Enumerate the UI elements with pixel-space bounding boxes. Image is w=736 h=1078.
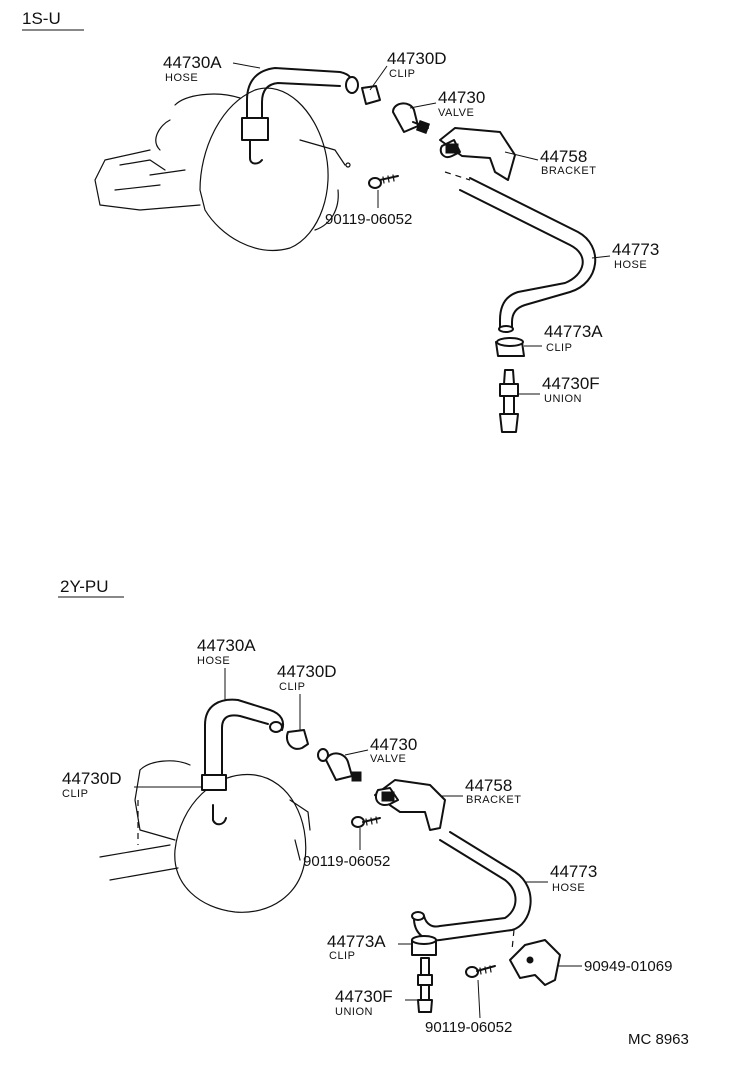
callout-name: VALVE	[370, 753, 406, 765]
callout-bolt-90119-06052-bottom-upper: 90119-06052	[303, 828, 390, 870]
callout-name: HOSE	[552, 882, 585, 894]
callout-number: 44758	[465, 776, 512, 795]
leader-line	[409, 102, 437, 109]
callout-name: VALVE	[438, 107, 474, 119]
callout-name: UNION	[335, 1006, 373, 1018]
callout-hose-44730a-bottom: 44730A HOSE	[197, 636, 256, 700]
callout-valve-44730-top: 44730 VALVE	[409, 88, 485, 119]
leader-line	[232, 62, 261, 69]
callout-name: BRACKET	[541, 165, 596, 177]
callout-bolt-90119-06052-top: 90119-06052	[325, 190, 412, 228]
callout-bracket-44758-bottom: 44758 BRACKET	[440, 776, 521, 806]
callout-number: 90119-06052	[303, 853, 390, 870]
callout-number: 44758	[540, 147, 587, 166]
callout-hose-44773-top: 44773 HOSE	[591, 240, 659, 271]
callout-valve-44730-bottom: 44730 VALVE	[344, 735, 417, 765]
callout-number: 44730	[370, 735, 417, 754]
callout-number: 44730F	[542, 374, 600, 393]
section-2y-pu: 2Y-PU	[58, 577, 672, 1036]
leader-line	[591, 255, 611, 259]
clip-44773a-bottom	[411, 935, 437, 956]
diagram-reference-code: MC 8963	[628, 1031, 689, 1048]
callout-number: 44730A	[163, 53, 222, 72]
bolt-90119-06052-top	[368, 174, 399, 189]
callout-hose-44773-bottom: 44773 HOSE	[524, 862, 597, 894]
section-title-bottom: 2Y-PU	[60, 577, 109, 596]
callout-name: HOSE	[165, 72, 198, 84]
hose-44730a-top	[241, 67, 355, 165]
callout-clip-44730d-bottom-left: 44730D CLIP	[62, 769, 202, 800]
callout-number: 90949-01069	[584, 958, 672, 975]
clip-44773a-top	[495, 337, 525, 357]
callout-number: 44730D	[387, 49, 447, 68]
union-44730f-top	[499, 369, 519, 433]
callout-name: CLIP	[389, 68, 415, 80]
hose-44773-top	[444, 171, 597, 333]
leader-line	[344, 749, 369, 756]
callout-clip-44773a-bottom: 44773A CLIP	[327, 932, 412, 962]
section-1s-u: 1S-U	[22, 9, 659, 433]
leader-line	[369, 65, 388, 91]
callout-number: 44730D	[62, 769, 122, 788]
callout-name: HOSE	[197, 655, 230, 667]
callout-name: UNION	[544, 393, 582, 405]
valve-44730-bottom	[317, 748, 362, 782]
callout-clip-44773a-top: 44773A CLIP	[524, 322, 603, 354]
callout-name: CLIP	[62, 788, 88, 800]
callout-name: CLIP	[279, 681, 305, 693]
callout-name: BRACKET	[466, 794, 521, 806]
bolt-90119-06052-bottom-upper	[351, 816, 381, 828]
callout-name: CLIP	[329, 950, 355, 962]
callout-union-44730f-bottom: 44730F UNION	[335, 987, 419, 1018]
callout-number: 44773A	[544, 322, 603, 341]
callout-number: 44773	[550, 862, 597, 881]
bracket-44758-bottom	[374, 779, 446, 831]
callout-bolt-90119-06052-bottom-lower: 90119-06052	[425, 979, 512, 1036]
leader-line	[504, 151, 539, 161]
callout-hose-44730a-top: 44730A HOSE	[163, 53, 261, 84]
hose-44773-bottom	[411, 831, 532, 951]
hose-44730a-bottom	[201, 698, 285, 826]
callout-number: 44773A	[327, 932, 386, 951]
callout-number: 44730A	[197, 636, 256, 655]
callout-clip-44730d-top: 44730D CLIP	[369, 49, 447, 91]
callout-name: CLIP	[546, 342, 572, 354]
bolt-90119-06052-bottom-lower	[465, 965, 496, 978]
section-title-top: 1S-U	[22, 9, 61, 28]
valve-44730-top	[392, 102, 431, 135]
bracket-44758-top	[439, 127, 516, 181]
callout-clip-44730d-bottom-upper: 44730D CLIP	[277, 662, 337, 730]
leader-line	[477, 979, 481, 1019]
union-44730f-bottom	[417, 957, 433, 1013]
bracket-90949-01069-bottom	[509, 939, 561, 986]
callout-number: 90119-06052	[325, 211, 412, 228]
clip-44730d-top	[345, 76, 381, 105]
callout-bracket-90949-01069-bottom: 90949-01069	[558, 958, 672, 975]
callout-number: 44773	[612, 240, 659, 259]
clip-44730d-bottom-upper	[286, 729, 309, 750]
callout-union-44730f-top: 44730F UNION	[518, 374, 600, 405]
callout-number: 44730D	[277, 662, 337, 681]
callout-number: 44730F	[335, 987, 393, 1006]
callout-number: 44730	[438, 88, 485, 107]
callout-bracket-44758-top: 44758 BRACKET	[504, 147, 596, 177]
brake-booster-top	[94, 87, 351, 251]
callout-name: HOSE	[614, 259, 647, 271]
callout-number: 90119-06052	[425, 1019, 512, 1036]
